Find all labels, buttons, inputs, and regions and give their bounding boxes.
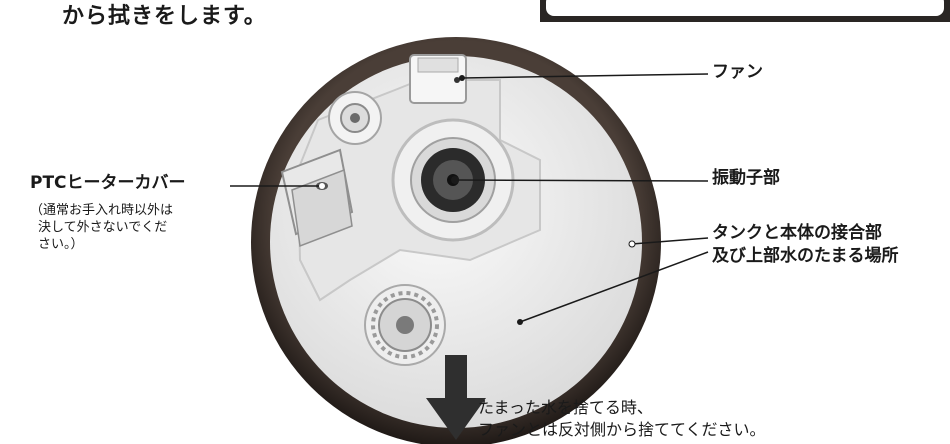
pour-caption-line2: ファンとは反対側から捨ててください。 <box>478 419 766 439</box>
ptc-heater-cover <box>280 148 354 248</box>
ptc-cover-label: PTCヒーターカバー <box>30 173 186 193</box>
ptc-leader-dot <box>319 183 325 189</box>
joint-label-line1: タンクと本体の接合部 <box>712 223 882 243</box>
pour-caption-line1: たまった水を捨てる時、 <box>478 398 653 417</box>
page-heading: から拭きをします。 <box>62 4 267 29</box>
upper-left-knob <box>328 91 382 145</box>
vibrator-leader-dot <box>451 176 459 184</box>
gear-assembly <box>364 284 446 366</box>
pour-caption: たまった水を捨てる時、 ファンとは反対側から捨ててください。 <box>478 397 766 440</box>
ptc-note-line2: 決して外さないでくだ <box>38 219 168 235</box>
joint-leader-line-1 <box>631 237 709 245</box>
joint-leader-dot-1 <box>628 240 636 248</box>
joint-leader-line-2 <box>519 251 709 323</box>
joint-label-line2: 及び上部水のたまる場所 <box>712 245 899 266</box>
pour-direction-arrow-icon <box>426 355 486 440</box>
vibrator-leader-line <box>454 179 709 182</box>
joint-label: タンクと本体の接合部 及び上部水のたまる場所 <box>712 222 899 268</box>
fan-leader-line <box>461 73 709 79</box>
fan-leader-dot <box>459 75 465 81</box>
joint-leader-dot-2 <box>517 319 523 325</box>
top-right-banner-inner <box>546 0 944 16</box>
fan-housing <box>409 54 467 104</box>
vibrator-label: 振動子部 <box>712 168 780 188</box>
ptc-note-line1: （通常お手入れ時以外は <box>30 203 174 218</box>
ptc-cover-note: （通常お手入れ時以外は 決して外さないでくだ さい。） <box>30 203 173 254</box>
ptc-note-line3: さい。） <box>38 236 84 252</box>
fan-label: ファン <box>712 62 763 82</box>
